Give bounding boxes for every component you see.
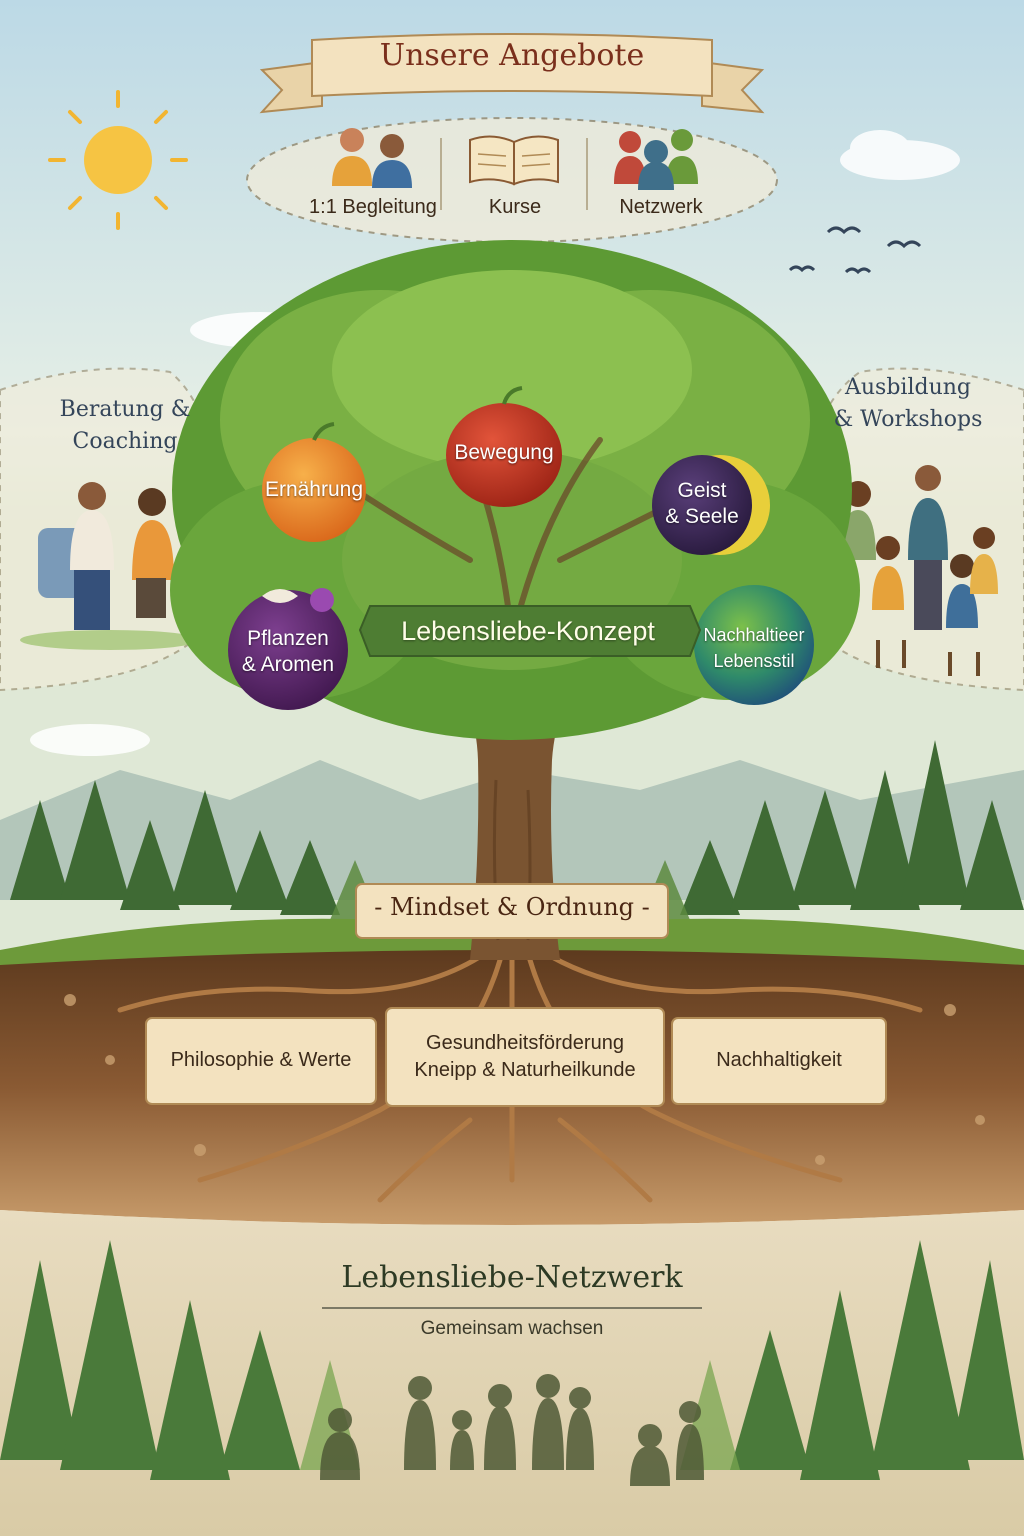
sun-icon bbox=[48, 90, 188, 230]
fruit-geist-seele bbox=[652, 455, 770, 555]
fruit-label-geist-line2: & Seele bbox=[665, 505, 739, 528]
title-ribbon bbox=[259, 33, 765, 114]
fruit-label-nachhaltig-line2: Lebensstil bbox=[713, 651, 795, 671]
offer-label-kurse[interactable]: Kurse bbox=[488, 196, 542, 218]
root-label-gesundheit: Gesundheitsförderung Kneipp & Naturheilk… bbox=[386, 1030, 664, 1084]
two-people-icon bbox=[332, 128, 412, 188]
mindset-plaque-label: - Mindset & Ordnung - bbox=[374, 893, 650, 921]
fruit-label-nachhaltig: Nachhaltieer Lebensstil bbox=[684, 622, 824, 674]
fruit-label-pflanzen-line2: & Aromen bbox=[241, 653, 335, 676]
forest-lower bbox=[0, 1240, 1024, 1480]
forest-upper bbox=[10, 740, 1024, 915]
fruit-pflanzen-aromen bbox=[228, 588, 348, 710]
concept-banner-label: Lebensliebe-Konzept bbox=[401, 616, 655, 646]
side-label-coaching-line1: Beratung & bbox=[59, 397, 191, 422]
side-label-coaching: Beratung & Coaching bbox=[40, 394, 210, 458]
side-label-workshops-line1: Ausbildung bbox=[844, 375, 971, 400]
fruit-ernaehrung bbox=[262, 422, 366, 542]
open-book-icon bbox=[469, 135, 559, 186]
community-silhouettes bbox=[320, 1374, 704, 1486]
side-label-coaching-line2: Coaching bbox=[72, 429, 178, 454]
root-label-gesundheit-line1: Gesundheitsförderung bbox=[426, 1032, 624, 1054]
offer-label-begleitung[interactable]: 1:1 Begleitung bbox=[309, 196, 437, 218]
concept-banner bbox=[358, 605, 702, 657]
side-label-workshops: Ausbildung & Workshops bbox=[808, 372, 1008, 436]
birds-icon bbox=[788, 226, 922, 275]
page-title: Unsere Angebote bbox=[379, 38, 645, 73]
fruit-label-pflanzen: Pflanzen & Aromen bbox=[228, 626, 348, 678]
group-icon bbox=[614, 129, 698, 190]
fruit-label-bewegung: Bewegung bbox=[454, 441, 554, 464]
fruit-bewegung bbox=[446, 386, 562, 507]
root-label-philosophie: Philosophie & Werte bbox=[170, 1049, 352, 1071]
fruit-label-ernaehrung: Ernährung bbox=[264, 478, 364, 501]
offer-label-netzwerk[interactable]: Netzwerk bbox=[619, 196, 703, 218]
root-label-gesundheit-line2: Kneipp & Naturheilkunde bbox=[414, 1059, 636, 1081]
side-label-workshops-line2: & Workshops bbox=[833, 407, 983, 432]
network-subtitle: Gemeinsam wachsen bbox=[420, 1318, 604, 1339]
fruit-label-geist: Geist & Seele bbox=[642, 478, 762, 530]
fruit-label-geist-line1: Geist bbox=[677, 479, 727, 502]
fruit-label-nachhaltig-line1: Nachhaltieer bbox=[703, 625, 805, 645]
root-label-nachhaltigkeit: Nachhaltigkeit bbox=[716, 1049, 842, 1071]
coaching-scene bbox=[20, 482, 200, 650]
fruit-label-pflanzen-line1: Pflanzen bbox=[247, 627, 329, 650]
fruit-nachhaltiger-lebensstil bbox=[694, 585, 814, 705]
network-title: Lebensliebe-Netzwerk bbox=[341, 1260, 683, 1295]
mindset-plaque bbox=[355, 883, 669, 939]
